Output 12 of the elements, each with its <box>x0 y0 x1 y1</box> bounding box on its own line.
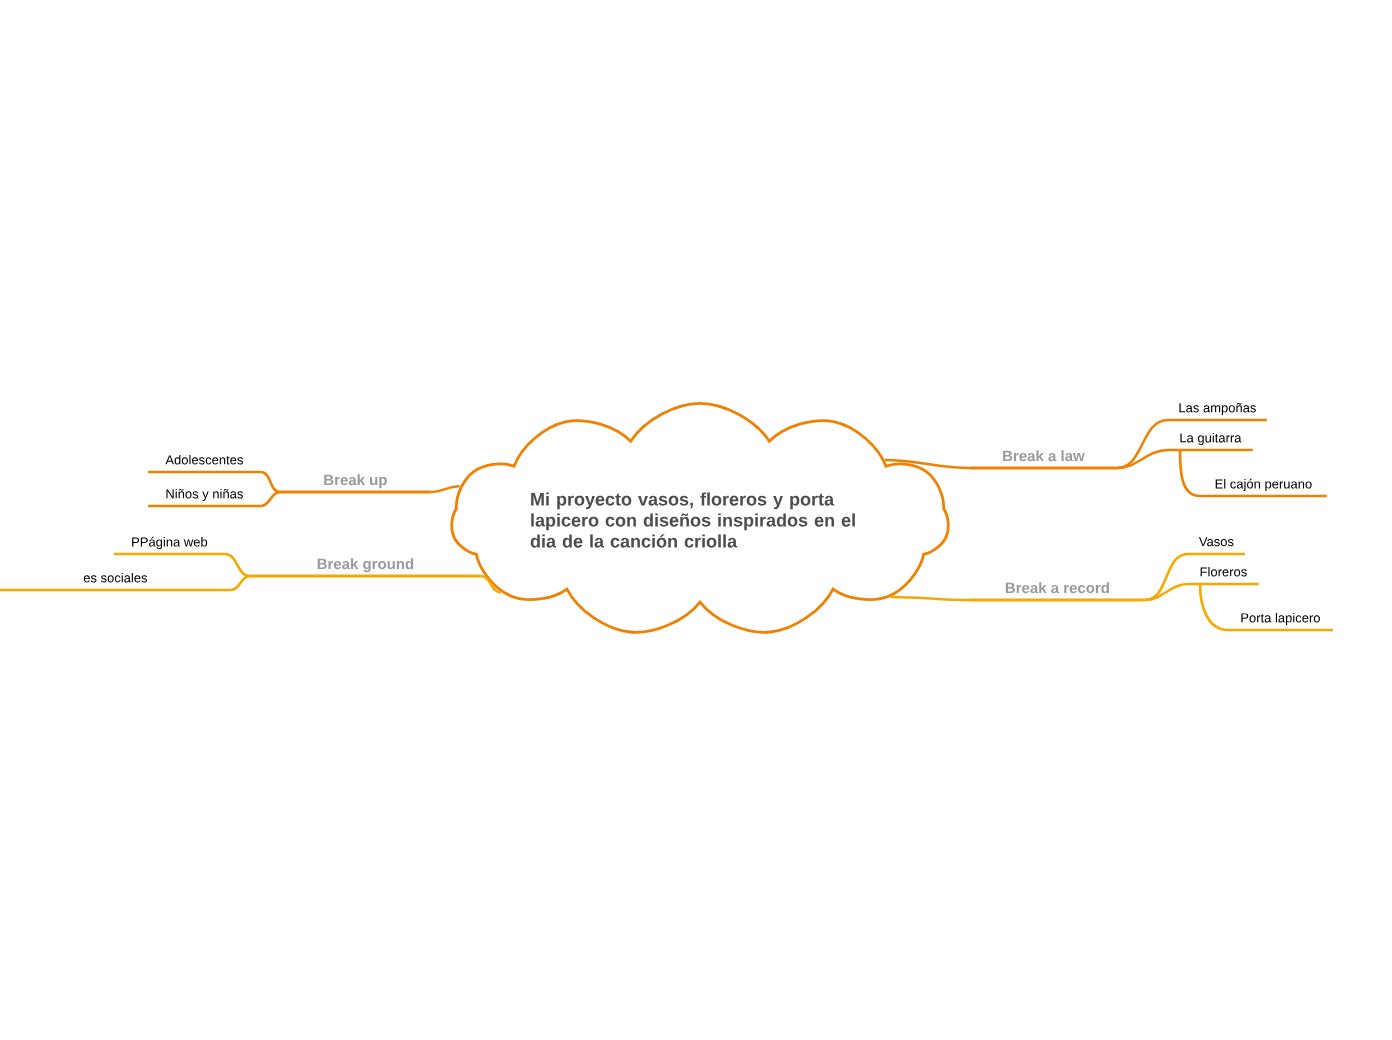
connector <box>1198 583 1229 632</box>
connector <box>1144 582 1189 602</box>
connector <box>890 595 970 602</box>
connector <box>1178 450 1201 498</box>
connector <box>480 574 502 594</box>
connector <box>224 552 251 578</box>
connector <box>1116 448 1169 470</box>
connector <box>260 490 281 508</box>
connector <box>884 458 971 470</box>
connector <box>260 470 281 494</box>
connector <box>430 484 460 494</box>
connector <box>230 574 251 592</box>
